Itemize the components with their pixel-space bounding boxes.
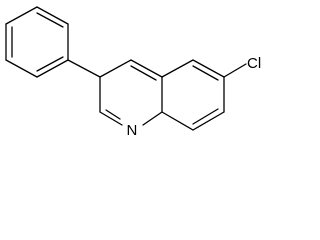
bond [142,111,163,126]
bond [161,111,194,131]
aryl-linker-bond [67,59,101,78]
phenyl-ring [5,6,69,78]
double-bond-inner [130,65,157,81]
double-bond-inner [192,65,219,81]
bond [192,59,225,78]
benzo-ring [161,59,225,131]
bond [36,59,69,78]
double-bond-inner [192,108,219,125]
double-bond-inner [105,109,121,120]
bond [192,111,225,131]
bond [36,6,69,25]
bond [161,59,194,78]
pyridine-ring [99,59,163,126]
chlorine-bond [223,63,247,78]
double-bond-inner [36,56,64,72]
chlorine-atom-label: Cl [247,55,261,72]
bond [5,59,38,78]
bond [99,111,123,126]
nitrogen-atom-label: N [127,122,138,139]
bond [5,6,38,25]
bond [99,59,132,78]
bond [130,59,163,78]
structure-canvas: N Cl [5,6,261,139]
molecule-structure: N Cl [5,6,261,139]
double-bond-inner [36,12,64,28]
